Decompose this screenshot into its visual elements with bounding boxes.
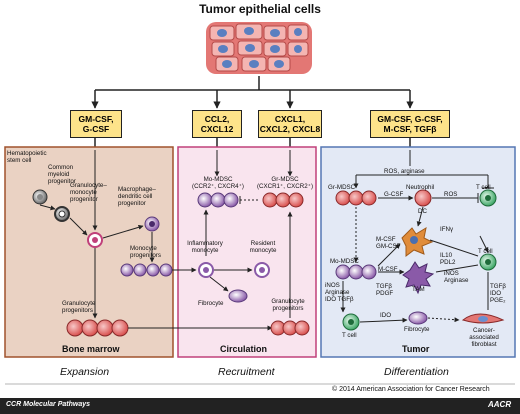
label-ros: ROS	[444, 191, 458, 198]
label-mcsf-tam: M-CSF	[378, 266, 398, 273]
label-t-cell-right: T cell	[478, 248, 493, 255]
cytokine-box-differentiation: GM-CSF, G-CSF,M-CSF, TGFβ	[370, 110, 450, 138]
label-t-cell-bottom: T cell	[342, 332, 357, 339]
label-fibrocyte-tumor: Fibrocyte	[404, 326, 430, 333]
label-gr-mdsc-tumor: Gr-MDSC	[328, 184, 356, 191]
label-mo-mdsc: Mo-MDSC(CCR2⁺, CXCR4⁺)	[192, 176, 244, 190]
label-gr-mdsc: Gr-MDSC(CXCR1⁺, CXCR2⁺)	[256, 176, 314, 190]
panel-label-circulation: Circulation	[220, 344, 268, 354]
copyright-text: © 2014 American Association for Cancer R…	[332, 386, 490, 393]
label-t-cell-top: T cell	[476, 184, 491, 191]
stage-label-differentiation: Differentiation	[384, 366, 449, 378]
panel-label-bone-marrow: Bone marrow	[62, 344, 120, 354]
label-gcsf-tumor: G-CSF	[384, 191, 404, 198]
tumor-cells	[335, 189, 505, 331]
panel-label-tumor: Tumor	[402, 344, 430, 354]
diagram-title: Tumor epithelial cells	[199, 2, 321, 16]
circulation-cells	[197, 192, 310, 336]
label-fibrocyte-circ: Fibrocyte	[198, 300, 224, 307]
label-ido: IDO	[380, 312, 392, 319]
label-neutrophil: Neutrophil	[406, 184, 435, 191]
label-ros-arginase: ROS, arginase	[384, 168, 425, 175]
label-dc: DC	[418, 208, 427, 215]
cytokine-box-gr-recruit: CXCL1,CXCL2, CXCL8	[258, 110, 322, 138]
stage-label-expansion: Expansion	[60, 366, 110, 378]
label-mo-mdsc-tumor: Mo-MDSC	[330, 258, 359, 265]
cytokine-box-mo-recruit: CCL2,CXCL12	[192, 110, 242, 138]
tumor-cell-cluster	[206, 22, 312, 74]
label-tam: TAM	[412, 286, 425, 293]
journal-section-label: CCR Molecular Pathways	[6, 401, 91, 408]
stage-label-recruitment: Recruitment	[218, 366, 275, 378]
footer-bar: CCR Molecular Pathways AACR	[0, 398, 520, 414]
cytokine-box-expansion: GM-CSF,G-CSF	[70, 110, 122, 138]
aacr-logo: AACR	[488, 400, 512, 409]
label-ifng: IFNγ	[440, 226, 454, 233]
